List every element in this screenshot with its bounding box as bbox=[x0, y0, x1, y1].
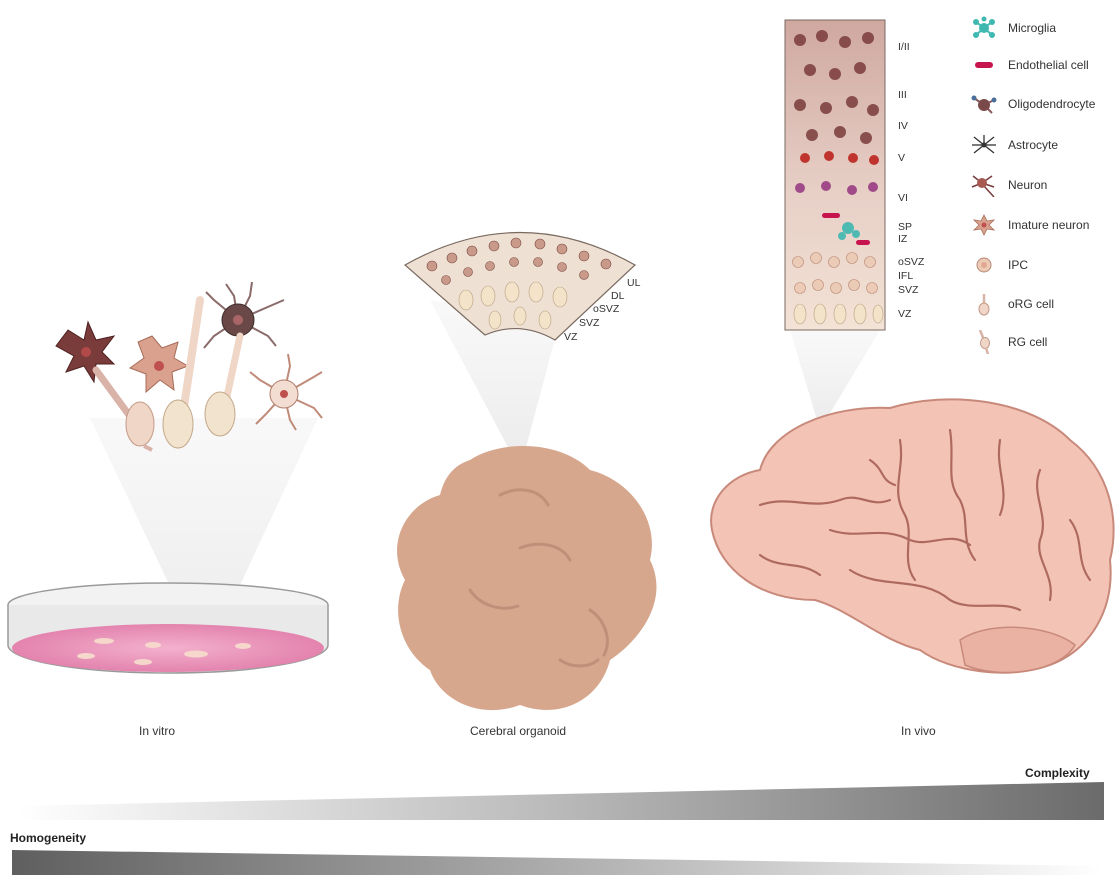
label-in-vitro: In vitro bbox=[139, 724, 175, 738]
cortex-layer-iz: IZ bbox=[898, 233, 907, 245]
organoid-body bbox=[397, 446, 656, 710]
petri-dish-medium bbox=[12, 624, 324, 672]
cortex-layer-vz: VZ bbox=[898, 308, 911, 320]
cortex-layer-vi: VI bbox=[898, 192, 908, 204]
label-homogeneity: Homogeneity bbox=[10, 831, 86, 845]
invitro-panel bbox=[8, 282, 328, 673]
endothelial-cell-icon bbox=[970, 53, 998, 77]
cortex-layer-osvz: oSVZ bbox=[898, 256, 924, 268]
legend-item-org-cell: oRG cell bbox=[970, 292, 1054, 316]
legend-item-endothelial: Endothelial cell bbox=[970, 53, 1089, 77]
legend-item-astrocyte: Astrocyte bbox=[970, 133, 1058, 157]
label-cerebral-organoid: Cerebral organoid bbox=[470, 724, 566, 738]
homogeneity-gradient-bar bbox=[12, 850, 1104, 875]
cortex-layer-iii: III bbox=[898, 89, 907, 101]
organoid-layer-svz: SVZ bbox=[579, 317, 599, 329]
label-complexity: Complexity bbox=[1025, 766, 1090, 780]
legend-item-oligodendrocyte: Oligodendrocyte bbox=[970, 92, 1095, 116]
cortex-layer-sp: SP bbox=[898, 221, 912, 233]
complexity-gradient-bar bbox=[18, 782, 1104, 820]
immature-neuron-icon bbox=[970, 213, 998, 237]
organoid-layer-osvz: oSVZ bbox=[593, 303, 619, 315]
org-cell-icon bbox=[970, 292, 998, 316]
legend-item-ipc: IPC bbox=[970, 253, 1028, 277]
rg-cell-icon bbox=[970, 330, 998, 354]
cortex-layer-v: V bbox=[898, 152, 905, 164]
legend-label-endothelial: Endothelial cell bbox=[1008, 58, 1089, 72]
oligodendrocyte-icon bbox=[970, 92, 998, 116]
label-in-vivo: In vivo bbox=[901, 724, 936, 738]
microglia-icon bbox=[970, 16, 998, 40]
astrocyte-icon bbox=[970, 133, 998, 157]
legend-label-ipc: IPC bbox=[1008, 258, 1028, 272]
legend-item-neuron: Neuron bbox=[970, 173, 1047, 197]
brain bbox=[711, 399, 1114, 672]
legend-item-microglia: Microglia bbox=[970, 16, 1056, 40]
legend-label-oligodendrocyte: Oligodendrocyte bbox=[1008, 97, 1095, 111]
organoid-layer-dl: DL bbox=[611, 290, 624, 302]
legend-label-neuron: Neuron bbox=[1008, 178, 1047, 192]
cortex-layer-iv: IV bbox=[898, 120, 908, 132]
ipc-icon bbox=[970, 253, 998, 277]
legend-label-rg-cell: RG cell bbox=[1008, 335, 1047, 349]
legend-label-org-cell: oRG cell bbox=[1008, 297, 1054, 311]
cortex-layer-svz: SVZ bbox=[898, 284, 918, 296]
legend-item-immature-neuron: Imature neuron bbox=[970, 213, 1089, 237]
legend-label-immature-neuron: Imature neuron bbox=[1008, 218, 1089, 232]
legend-item-rg-cell: RG cell bbox=[970, 330, 1047, 354]
invivo-panel bbox=[711, 20, 1114, 673]
legend-label-microglia: Microglia bbox=[1008, 21, 1056, 35]
organoid-layer-ul: UL bbox=[627, 277, 640, 289]
organoid-layer-vz: VZ bbox=[564, 331, 577, 343]
cortex-layer-ifl: IFL bbox=[898, 270, 913, 282]
neuron-icon bbox=[970, 173, 998, 197]
cortex-layer-i-ii: I/II bbox=[898, 41, 910, 53]
legend-label-astrocyte: Astrocyte bbox=[1008, 138, 1058, 152]
